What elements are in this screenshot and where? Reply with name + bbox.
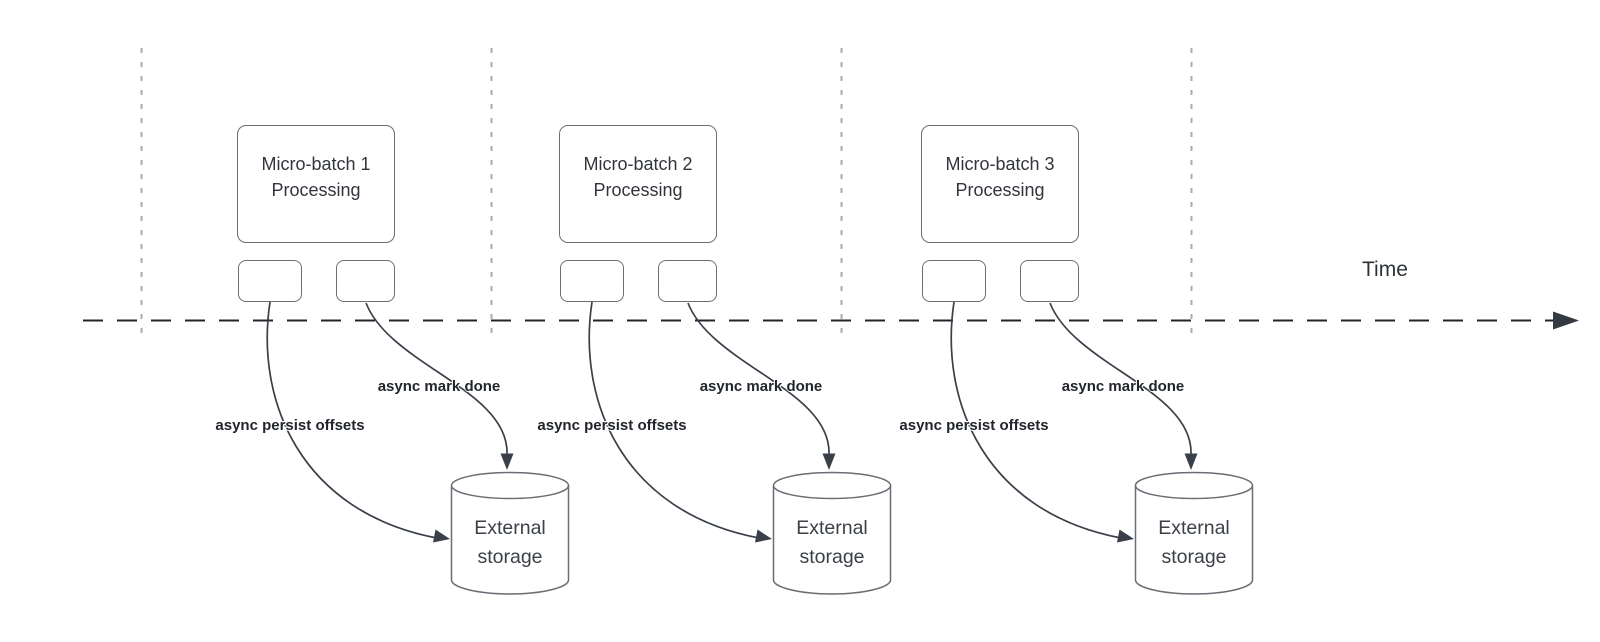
batch-group-3: Micro-batch 3 Processing async persist o… (684, 0, 1264, 642)
batch-title-line2: Processing (955, 180, 1045, 200)
async-mark-done-label: async mark done (699, 378, 823, 395)
time-axis-arrowhead-icon (1553, 311, 1579, 330)
cylinder-top (1134, 471, 1254, 500)
micro-batch-processing-box: Micro-batch 3 Processing (921, 125, 1079, 243)
batch-title-line1: Micro-batch 1 (261, 154, 371, 174)
async-persist-offsets-label: async persist offsets (537, 417, 687, 434)
batch-group-1: Micro-batch 1 Processing async persist o… (0, 0, 580, 642)
storage-label-line1: External (1158, 517, 1230, 539)
time-axis-label: Time (1362, 258, 1408, 281)
micro-batch-processing-box: Micro-batch 2 Processing (559, 125, 717, 243)
cylinder-top (772, 471, 892, 500)
commit-slot-box (336, 260, 395, 302)
micro-batch-processing-box: Micro-batch 1 Processing (237, 125, 395, 243)
async-persist-offsets-label: async persist offsets (215, 417, 365, 434)
mark-done-arrowhead-icon (1184, 453, 1198, 470)
external-storage-cylinder (450, 471, 570, 595)
external-storage-label: External storage (1134, 514, 1254, 572)
connector-layer (588, 301, 836, 543)
storage-label-line2: storage (1161, 546, 1227, 568)
storage-label-line2: storage (799, 546, 865, 568)
batch-title-line1: Micro-batch 3 (945, 154, 1055, 174)
batch-title-line2: Processing (271, 180, 361, 200)
offset-slot-box (922, 260, 986, 302)
offset-slot-box (560, 260, 624, 302)
connector-layer (266, 301, 514, 543)
storage-label-line1: External (796, 517, 868, 539)
batch-title-line1: Micro-batch 2 (583, 154, 693, 174)
mark-done-arrowhead-icon (500, 453, 514, 470)
storage-label-line1: External (474, 517, 546, 539)
storage-label-line2: storage (477, 546, 543, 568)
external-storage-cylinder (772, 471, 892, 595)
batch-title-line2: Processing (593, 180, 683, 200)
mark-done-connector (365, 302, 508, 456)
offset-slot-box (238, 260, 302, 302)
connector-layer (950, 301, 1198, 543)
persist-offsets-connector (588, 301, 760, 539)
mark-done-connector (687, 302, 830, 456)
async-persist-offsets-label: async persist offsets (899, 417, 1049, 434)
mark-done-arrowhead-icon (822, 453, 836, 470)
cylinder-top (450, 471, 570, 500)
persist-offsets-arrowhead-icon (755, 529, 772, 543)
batch-group-2: Micro-batch 2 Processing async persist o… (322, 0, 902, 642)
external-storage-cylinder (1134, 471, 1254, 595)
commit-slot-box (658, 260, 717, 302)
persist-offsets-connector (950, 301, 1122, 539)
commit-slot-box (1020, 260, 1079, 302)
persist-offsets-connector (266, 301, 438, 539)
async-mark-done-label: async mark done (1061, 378, 1185, 395)
async-mark-done-label: async mark done (377, 378, 501, 395)
cylinder-body (772, 485, 892, 595)
persist-offsets-arrowhead-icon (1117, 529, 1134, 543)
cylinder-body (1134, 485, 1254, 595)
external-storage-label: External storage (450, 514, 570, 572)
cylinder-body (450, 485, 570, 595)
mark-done-connector (1049, 302, 1192, 456)
external-storage-label: External storage (772, 514, 892, 572)
persist-offsets-arrowhead-icon (433, 529, 450, 543)
